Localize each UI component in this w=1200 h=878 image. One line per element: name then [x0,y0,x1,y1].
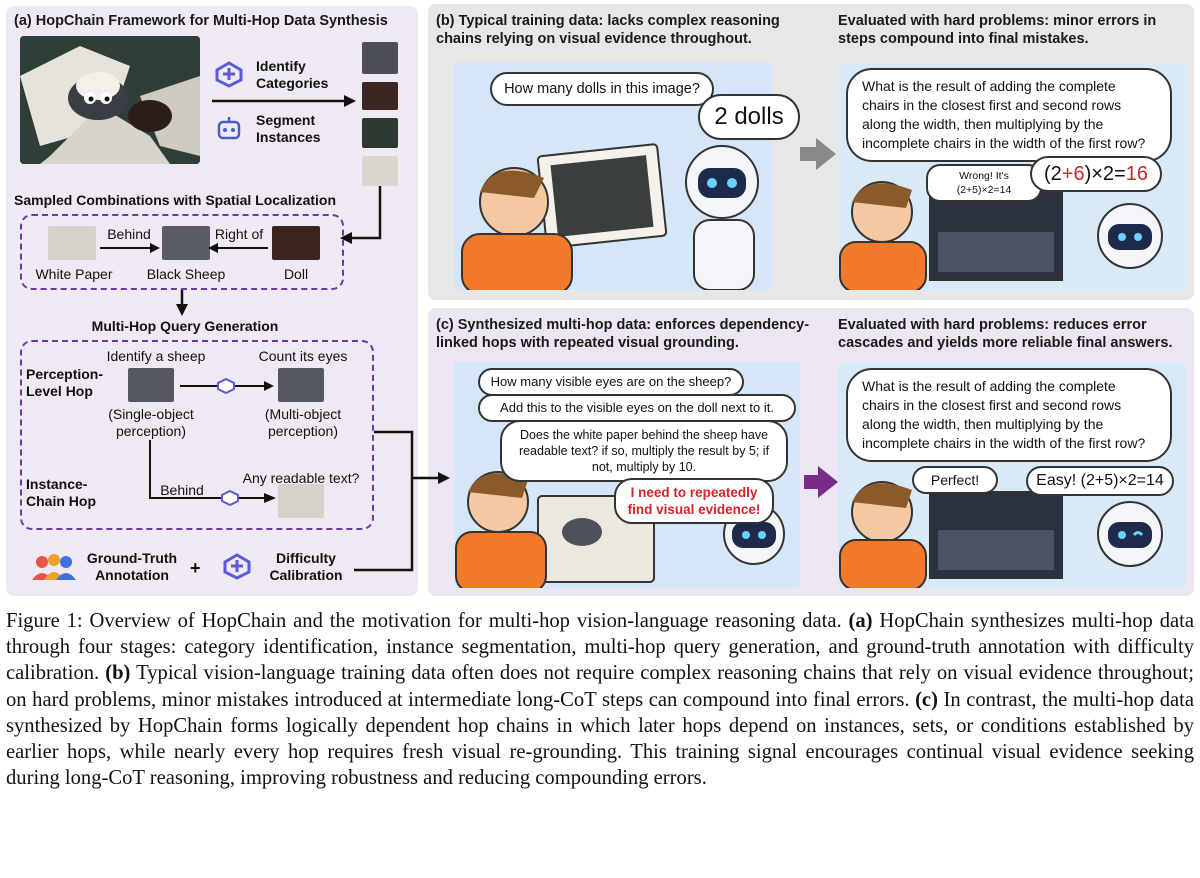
segment-label: Segment Instances [256,112,321,145]
bubble-a1: 2 dolls [698,94,800,140]
thumb-scene [362,118,398,148]
bubble-easy: Easy! (2+5)×2=14 [1026,466,1174,496]
panel-c-right-title: Evaluated with hard problems: reduces er… [838,317,1173,351]
obj-black-sheep: Black Sheep [146,266,226,282]
caption-c-tag: (c) [915,688,938,711]
rel-behind: Behind [107,226,151,242]
people-icon [30,552,78,582]
sampled-box [20,214,344,290]
multi-obj: (Multi-object perception) [264,406,342,439]
gt-annotation: Ground-Truth Annotation [86,550,178,583]
caption-b-tag: (b) [105,662,131,685]
caption-a-tag: (a) [848,610,873,632]
model-logo-icon [222,552,252,580]
panel-b-left-title: (b) Typical training data: lacks complex… [436,13,780,47]
arrow-icon [100,243,160,253]
black-sheep-thumb [162,226,210,260]
arrow-icon [354,430,450,572]
arrow-icon [340,186,382,244]
arrow-icon [800,138,836,170]
caption-b-text: Typical vision-language training data of… [6,662,1194,711]
bubble-c2: Add this to the visible eyes on the doll… [478,394,796,422]
bubble-q2-c: What is the result of adding the complet… [846,368,1172,462]
panel-b-right-title: Evaluated with hard problems: minor erro… [838,13,1157,47]
caption-c-text: In contrast, the multi-hop data synthesi… [6,688,1194,790]
sampled-title: Sampled Combinations with Spatial Locali… [14,192,337,208]
arrow-icon [212,95,356,107]
rel-behind-2: Behind [160,482,204,498]
panel-a-title: (a) HopChain Framework for Multi-Hop Dat… [14,13,388,29]
query-title: Multi-Hop Query Generation [91,318,279,334]
answer-part: )×2= [1084,163,1126,185]
white-paper-thumb [48,226,96,260]
sheep-photo [20,36,200,164]
instance-hop-label: Instance-Chain Hop [26,476,96,509]
bubble-c1: How many visible eyes are on the sheep? [478,368,744,396]
thumb-sheep [362,42,398,74]
obj-white-paper: White Paper [35,266,113,282]
answer-result: 16 [1125,163,1148,185]
arrow-icon [176,290,188,316]
bubble-wrong: Wrong! It's (2+5)×2=14 [926,164,1042,202]
identify-label: Identify Categories [256,58,329,91]
thumb-paper [362,156,398,186]
thumb-doll [362,82,398,110]
rel-right-of: Right of [214,226,264,242]
panel-c-left-title: (c) Synthesized multi-hop data: enforces… [436,317,810,351]
query-box [20,340,374,530]
obj-doll: Doll [283,266,309,282]
bubble-c4: I need to repeatedly find visual evidenc… [614,478,774,524]
arrow-icon [180,377,274,395]
arrow-icon [804,466,838,498]
difficulty-calibration: Difficulty Calibration [269,550,343,583]
bubble-c3: Does the white paper behind the sheep ha… [500,420,788,482]
model-logo-icon [214,60,244,88]
any-text: Any readable text? [242,470,360,486]
single-obj: (Single-object perception) [108,406,194,439]
bubble-perfect: Perfect! [912,466,998,494]
caption-a-text: HopChain synthesizes multi-hop data thro… [6,610,1194,685]
identify-sheep: Identify a sheep [106,348,206,364]
plus-sign: + [190,558,201,578]
arrow-icon [208,243,268,253]
sheep-thumb-2 [278,368,324,402]
paper-thumb [278,484,324,518]
bubble-q2-b: What is the result of adding the complet… [846,68,1172,162]
bubble-q1: How many dolls in this image? [490,72,714,106]
caption-fig: Figure 1: Overview of HopChain and the m… [6,610,842,632]
bubble-answer-b: (2+6)×2=16 [1030,156,1162,192]
perception-hop-label: Perception-Level Hop [26,366,104,399]
sheep-thumb-1 [128,368,174,402]
answer-part: (2 [1043,163,1062,185]
figure-caption: Figure 1: Overview of HopChain and the m… [6,608,1194,791]
doll-thumb [272,226,320,260]
answer-error: +6 [1061,163,1085,185]
arrow-icon [149,440,276,507]
count-eyes: Count its eyes [258,348,348,364]
robot-icon [214,114,244,144]
